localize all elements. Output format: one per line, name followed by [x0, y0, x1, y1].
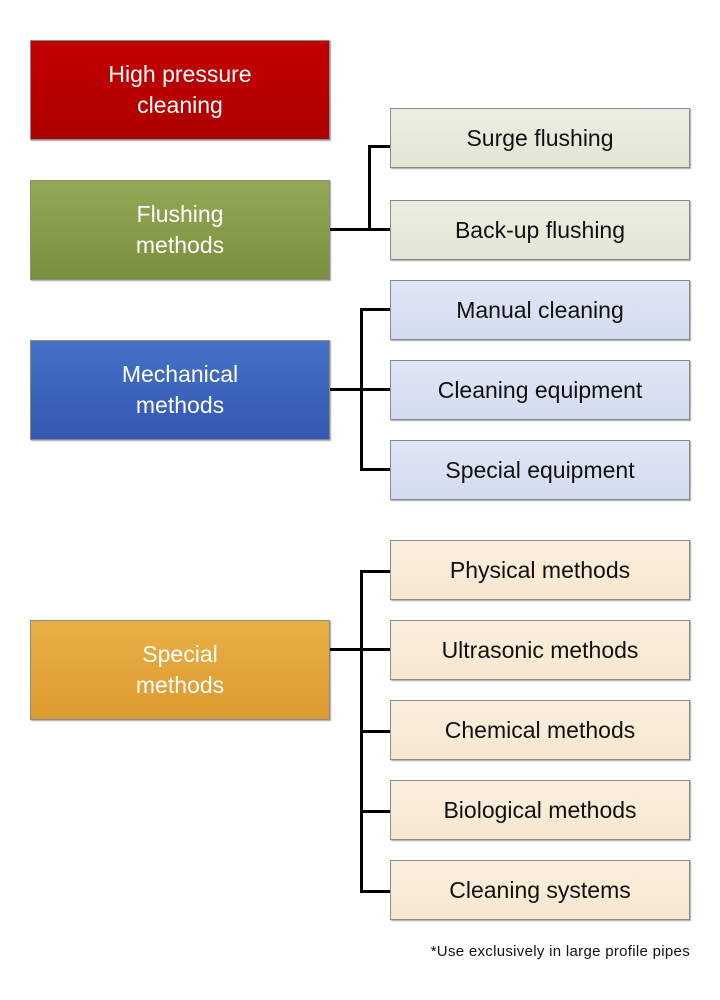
connector-flushing-vertical — [368, 145, 371, 231]
method-label: Chemical methods — [444, 716, 636, 743]
connector-special-branch — [360, 730, 390, 733]
method-label: Special equipment — [445, 456, 635, 483]
method-label: Cleaning systems — [449, 876, 631, 903]
method-cleaning-equipment: Cleaning equipment — [390, 360, 690, 420]
method-physical-methods: Physical methods — [390, 540, 690, 600]
method-label: Cleaning equipment — [437, 376, 643, 403]
category-label: Flushing methods — [135, 201, 225, 258]
category-label: Mechanical methods — [121, 361, 239, 418]
category-high-pressure-cleaning: High pressure cleaning — [30, 40, 330, 140]
method-surge-flushing: Surge flushing — [390, 108, 690, 168]
method-label: Physical methods — [449, 556, 631, 583]
connector-mechanical-branch — [360, 468, 390, 471]
connector-flushing-main — [330, 228, 390, 231]
footnote: *Use exclusively in large profile pipes — [430, 943, 690, 960]
method-cleaning-systems: Cleaning systems — [390, 860, 690, 920]
category-label: High pressure cleaning — [108, 61, 252, 118]
connector-mechanical-branch — [360, 308, 390, 311]
method-chemical-methods: Chemical methods — [390, 700, 690, 760]
category-special-methods: Special methods — [30, 620, 330, 720]
method-ultrasonic-methods: Ultrasonic methods — [390, 620, 690, 680]
connector-flushing-branch — [368, 145, 390, 148]
connector-special-branch — [360, 570, 390, 573]
method-biological-methods: Biological methods — [390, 780, 690, 840]
method-label: Ultrasonic methods — [441, 636, 639, 663]
connector-mechanical-vertical — [360, 308, 363, 471]
method-back-up-flushing: Back-up flushing — [390, 200, 690, 260]
method-manual-cleaning: Manual cleaning — [390, 280, 690, 340]
method-label: Manual cleaning — [456, 296, 624, 323]
connector-special-branch — [360, 890, 390, 893]
method-special-equipment: Special equipment — [390, 440, 690, 500]
category-mechanical-methods: Mechanical methods — [30, 340, 330, 440]
connector-special-branch — [360, 810, 390, 813]
method-label: Back-up flushing — [454, 216, 626, 243]
category-flushing-methods: Flushing methods — [30, 180, 330, 280]
category-label: Special methods — [135, 641, 225, 698]
method-label: Surge flushing — [466, 124, 614, 151]
method-label: Biological methods — [443, 796, 637, 823]
